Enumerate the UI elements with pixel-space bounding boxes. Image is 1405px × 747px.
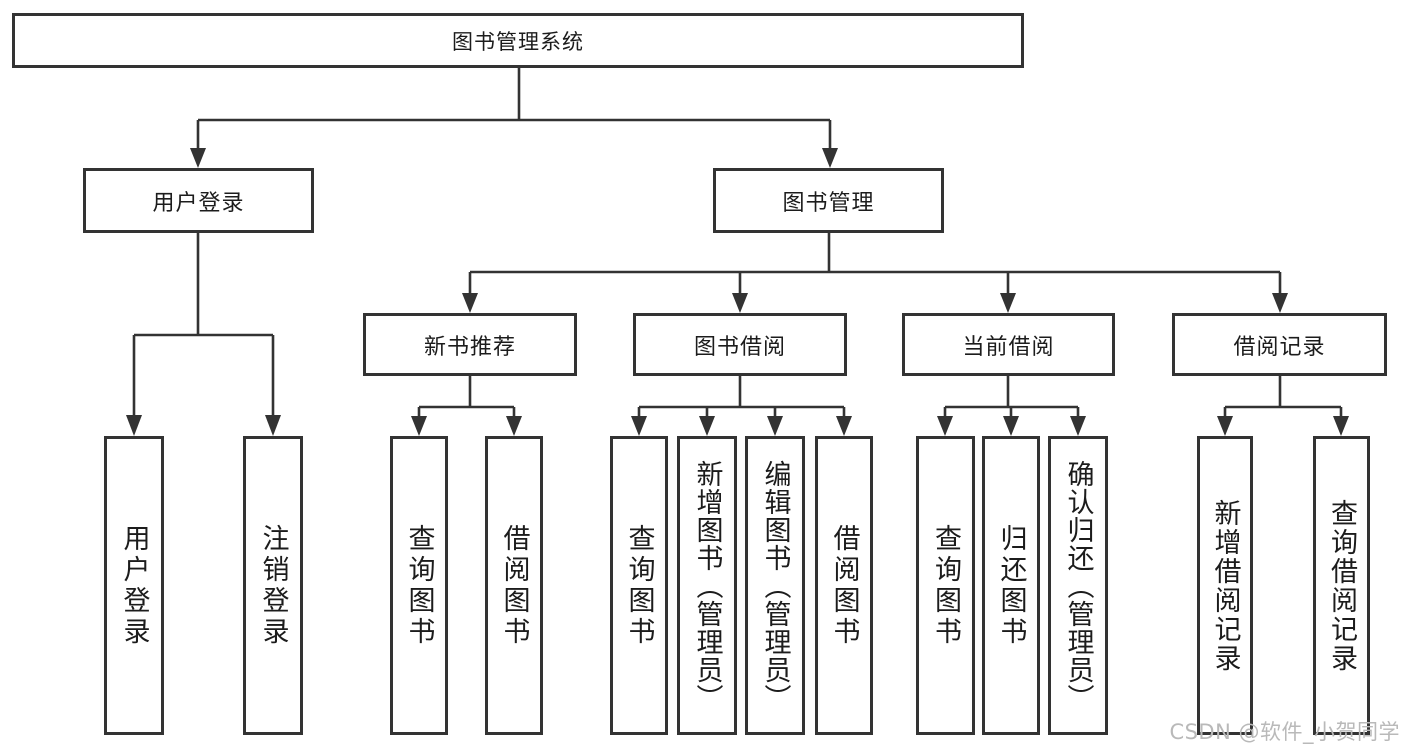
leaf-logout: 注销登录 xyxy=(243,436,303,735)
leaf-borrow-books-1: 借阅图书 xyxy=(485,436,543,735)
node-label: 新书推荐 xyxy=(423,334,516,360)
node-new-book-recommend: 新书推荐 xyxy=(363,313,577,376)
leaf-return-books: 归还图书 xyxy=(982,436,1040,735)
node-label: 图书管理 xyxy=(782,190,875,216)
node-label: 查询借阅记录 xyxy=(1326,498,1358,673)
node-book-borrow: 图书借阅 xyxy=(633,313,847,376)
leaf-query-books-3: 查询图书 xyxy=(916,436,975,735)
node-label: 用户登录 xyxy=(152,190,245,216)
node-user-login: 用户登录 xyxy=(83,168,314,233)
node-current-borrow: 当前借阅 xyxy=(902,313,1115,376)
node-root-system: 图书管理系统 xyxy=(12,13,1024,68)
leaf-query-books-1: 查询图书 xyxy=(390,436,448,735)
csdn-watermark: CSDN @软件_小贺同学 xyxy=(1169,720,1400,744)
leaf-confirm-return-admin: 确认归还（管理员） xyxy=(1048,436,1108,735)
node-label: 图书管理系统 xyxy=(452,29,584,54)
leaf-add-borrow-record: 新增借阅记录 xyxy=(1197,436,1253,735)
node-label: 借阅记录 xyxy=(1233,334,1326,360)
node-label: 用户登录 xyxy=(118,523,150,648)
node-borrow-records: 借阅记录 xyxy=(1172,313,1387,376)
node-label: 查询图书 xyxy=(930,523,962,648)
node-label: 注销登录 xyxy=(257,523,289,648)
node-label: 归还图书 xyxy=(995,523,1027,648)
node-label: 编辑图书（管理员） xyxy=(759,459,791,712)
node-label: 查询图书 xyxy=(623,523,655,648)
node-book-management: 图书管理 xyxy=(713,168,944,233)
arrowhead-icons xyxy=(126,148,1349,436)
leaf-borrow-books-2: 借阅图书 xyxy=(815,436,873,735)
node-label: 新增图书（管理员） xyxy=(691,459,723,712)
node-label: 确认归还（管理员） xyxy=(1062,459,1094,712)
node-label: 借阅图书 xyxy=(498,523,530,648)
leaf-add-books-admin: 新增图书（管理员） xyxy=(677,436,737,735)
node-label: 借阅图书 xyxy=(828,523,860,648)
leaf-edit-books-admin: 编辑图书（管理员） xyxy=(745,436,805,735)
leaf-user-login: 用户登录 xyxy=(104,436,164,735)
node-label: 新增借阅记录 xyxy=(1209,498,1241,673)
node-label: 当前借阅 xyxy=(962,334,1055,360)
leaf-query-books-2: 查询图书 xyxy=(610,436,668,735)
node-label: 图书借阅 xyxy=(693,334,786,360)
node-label: 查询图书 xyxy=(403,523,435,648)
leaf-query-borrow-record: 查询借阅记录 xyxy=(1313,436,1370,735)
